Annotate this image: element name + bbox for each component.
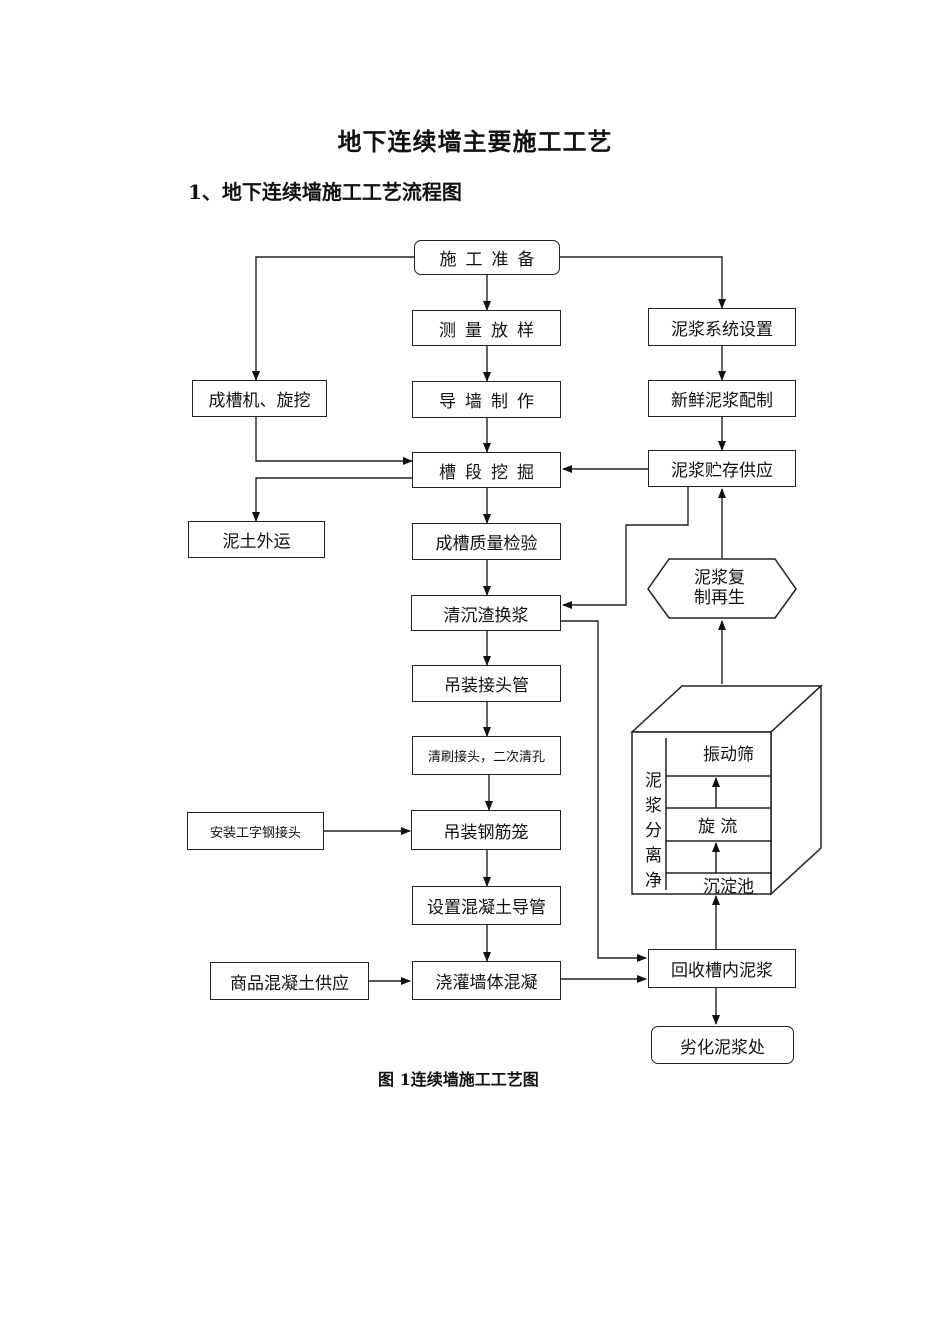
cyclone-label: 旋 流 — [698, 817, 737, 837]
separator-box — [630, 684, 823, 896]
separator-label-char: 离 — [645, 846, 662, 866]
document-title: 地下连续墙主要施工工艺 — [337, 127, 613, 156]
node-brush-joint: 清刷接头，二次清孔 — [412, 736, 561, 775]
node-rebar-cage: 吊装钢筋笼 — [411, 810, 561, 850]
arrow-prep-slurry — [560, 256, 726, 309]
figure-caption: 图 1连续墙施工工艺图 — [378, 1070, 539, 1089]
arrow-excavation-soil — [252, 477, 412, 522]
separator-label-char: 浆 — [645, 796, 662, 816]
node-waste-slurry: 劣化泥浆处 — [651, 1026, 794, 1064]
separator-label-char: 净 — [645, 871, 662, 891]
separator-label-char: 泥 — [645, 771, 662, 791]
node-trench-machine: 成槽机、旋挖 — [192, 380, 327, 417]
node-slurry-system: 泥浆系统设置 — [648, 308, 796, 346]
node-commercial-concrete: 商品混凝土供应 — [210, 962, 369, 1000]
node-soil-out: 泥土外运 — [188, 521, 325, 558]
node-steel-joint: 安装工字钢接头 — [187, 812, 324, 850]
arrow-prep-machine — [252, 256, 414, 381]
arrow-desilting-recover — [561, 620, 647, 962]
node-guide-wall: 导墙制作 — [412, 381, 561, 418]
node-tremie-pipe: 设置混凝土导管 — [412, 886, 561, 925]
node-recover-slurry: 回收槽内泥浆 — [648, 949, 796, 988]
node-slurry-storage: 泥浆贮存供应 — [648, 450, 796, 487]
settling-tank-label: 沉淀池 — [703, 877, 754, 897]
arrow-machine-excavation — [255, 417, 413, 465]
node-pour-concrete: 浇灌墙体混凝 — [412, 961, 561, 1000]
section-heading: 1、地下连续墙施工工艺流程图 — [188, 180, 462, 204]
arrow-storage-desilting — [562, 487, 689, 609]
regeneration-hexagon — [647, 558, 797, 619]
vibrating-screen-label: 振动筛 — [703, 745, 754, 765]
node-desilting: 清沉渣换浆 — [411, 595, 561, 631]
node-quality-check: 成槽质量检验 — [412, 523, 561, 560]
regeneration-label-line2: 制再生 — [694, 588, 745, 608]
node-survey: 测量放样 — [412, 310, 561, 346]
node-fresh-slurry: 新鲜泥浆配制 — [648, 380, 796, 417]
regeneration-label-line1: 泥浆复 — [694, 568, 745, 588]
separator-label-char: 分 — [645, 821, 662, 841]
node-joint-pipe: 吊装接头管 — [412, 665, 561, 702]
node-preparation: 施工准备 — [414, 240, 560, 275]
node-excavation: 槽段挖掘 — [412, 452, 561, 488]
